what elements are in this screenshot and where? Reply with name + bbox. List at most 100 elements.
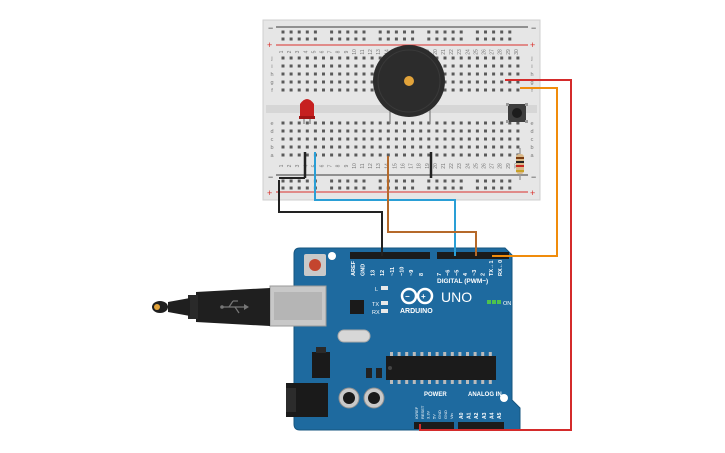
terminal-hole[interactable] xyxy=(354,137,358,141)
terminal-hole[interactable] xyxy=(346,137,350,141)
terminal-hole[interactable] xyxy=(289,88,293,92)
rail-hole[interactable] xyxy=(443,186,447,190)
terminal-hole[interactable] xyxy=(370,129,374,133)
rail-hole[interactable] xyxy=(492,30,496,34)
terminal-hole[interactable] xyxy=(322,137,325,141)
terminal-hole[interactable] xyxy=(484,56,487,60)
rail-hole[interactable] xyxy=(508,30,512,34)
terminal-hole[interactable] xyxy=(475,137,479,141)
rail-hole[interactable] xyxy=(403,179,406,183)
terminal-hole[interactable] xyxy=(492,56,496,60)
terminal-hole[interactable] xyxy=(330,137,334,141)
terminal-hole[interactable] xyxy=(346,56,350,60)
terminal-hole[interactable] xyxy=(354,145,358,149)
terminal-hole[interactable] xyxy=(411,129,415,133)
rail-hole[interactable] xyxy=(362,37,366,41)
rail-hole[interactable] xyxy=(289,30,293,34)
terminal-hole[interactable] xyxy=(411,145,415,149)
rail-hole[interactable] xyxy=(338,30,342,34)
rail-hole[interactable] xyxy=(508,179,512,183)
rail-hole[interactable] xyxy=(459,37,463,41)
terminal-hole[interactable] xyxy=(362,129,366,133)
terminal-hole[interactable] xyxy=(346,64,350,68)
terminal-hole[interactable] xyxy=(313,145,317,149)
terminal-hole[interactable] xyxy=(467,88,471,92)
terminal-hole[interactable] xyxy=(338,145,342,149)
rail-hole[interactable] xyxy=(435,186,439,190)
terminal-hole[interactable] xyxy=(281,80,285,84)
rail-hole[interactable] xyxy=(508,186,512,190)
rail-hole[interactable] xyxy=(475,186,479,190)
terminal-hole[interactable] xyxy=(443,153,447,157)
terminal-hole[interactable] xyxy=(484,121,487,125)
terminal-hole[interactable] xyxy=(378,145,382,149)
terminal-hole[interactable] xyxy=(435,129,439,133)
terminal-hole[interactable] xyxy=(427,153,431,157)
terminal-hole[interactable] xyxy=(443,129,447,133)
terminal-hole[interactable] xyxy=(394,145,398,149)
terminal-hole[interactable] xyxy=(459,129,463,133)
terminal-hole[interactable] xyxy=(297,137,301,141)
terminal-hole[interactable] xyxy=(362,121,366,125)
terminal-hole[interactable] xyxy=(516,137,520,141)
terminal-hole[interactable] xyxy=(338,80,342,84)
terminal-hole[interactable] xyxy=(443,72,447,76)
terminal-hole[interactable] xyxy=(508,121,512,125)
terminal-hole[interactable] xyxy=(354,153,358,157)
rail-hole[interactable] xyxy=(313,37,317,41)
terminal-hole[interactable] xyxy=(322,129,325,133)
terminal-hole[interactable] xyxy=(281,121,285,125)
terminal-hole[interactable] xyxy=(394,121,398,125)
terminal-hole[interactable] xyxy=(338,121,342,125)
terminal-hole[interactable] xyxy=(500,72,504,76)
terminal-hole[interactable] xyxy=(427,137,431,141)
terminal-hole[interactable] xyxy=(492,72,496,76)
terminal-hole[interactable] xyxy=(313,121,317,125)
rail-hole[interactable] xyxy=(289,37,293,41)
terminal-hole[interactable] xyxy=(362,56,366,60)
terminal-hole[interactable] xyxy=(508,129,512,133)
terminal-hole[interactable] xyxy=(330,121,334,125)
terminal-hole[interactable] xyxy=(419,137,423,141)
terminal-hole[interactable] xyxy=(305,56,309,60)
terminal-hole[interactable] xyxy=(289,121,293,125)
rail-hole[interactable] xyxy=(394,37,398,41)
rail-hole[interactable] xyxy=(484,186,487,190)
terminal-hole[interactable] xyxy=(484,145,487,149)
terminal-hole[interactable] xyxy=(475,129,479,133)
rail-hole[interactable] xyxy=(459,30,463,34)
terminal-hole[interactable] xyxy=(313,129,317,133)
terminal-hole[interactable] xyxy=(362,153,366,157)
terminal-hole[interactable] xyxy=(354,72,358,76)
terminal-hole[interactable] xyxy=(289,153,293,157)
terminal-hole[interactable] xyxy=(508,153,512,157)
terminal-hole[interactable] xyxy=(459,153,463,157)
terminal-hole[interactable] xyxy=(451,137,455,141)
terminal-hole[interactable] xyxy=(297,56,301,60)
rail-hole[interactable] xyxy=(346,30,350,34)
rail-hole[interactable] xyxy=(281,186,285,190)
terminal-hole[interactable] xyxy=(500,121,504,125)
terminal-hole[interactable] xyxy=(492,145,496,149)
rail-hole[interactable] xyxy=(297,179,301,183)
rail-hole[interactable] xyxy=(338,186,342,190)
terminal-hole[interactable] xyxy=(386,153,390,157)
terminal-hole[interactable] xyxy=(346,121,350,125)
terminal-hole[interactable] xyxy=(322,64,325,68)
terminal-hole[interactable] xyxy=(443,64,447,68)
rail-hole[interactable] xyxy=(289,186,293,190)
wire-orange[interactable] xyxy=(492,87,558,257)
rail-hole[interactable] xyxy=(394,179,398,183)
terminal-hole[interactable] xyxy=(362,80,366,84)
terminal-hole[interactable] xyxy=(281,137,285,141)
terminal-holes[interactable] xyxy=(281,56,520,157)
terminal-hole[interactable] xyxy=(338,88,342,92)
rail-hole[interactable] xyxy=(403,30,406,34)
terminal-hole[interactable] xyxy=(305,64,309,68)
terminal-hole[interactable] xyxy=(330,56,334,60)
rail-hole[interactable] xyxy=(451,37,455,41)
terminal-hole[interactable] xyxy=(459,56,463,60)
terminal-hole[interactable] xyxy=(484,80,487,84)
terminal-hole[interactable] xyxy=(484,153,487,157)
terminal-hole[interactable] xyxy=(427,121,431,125)
